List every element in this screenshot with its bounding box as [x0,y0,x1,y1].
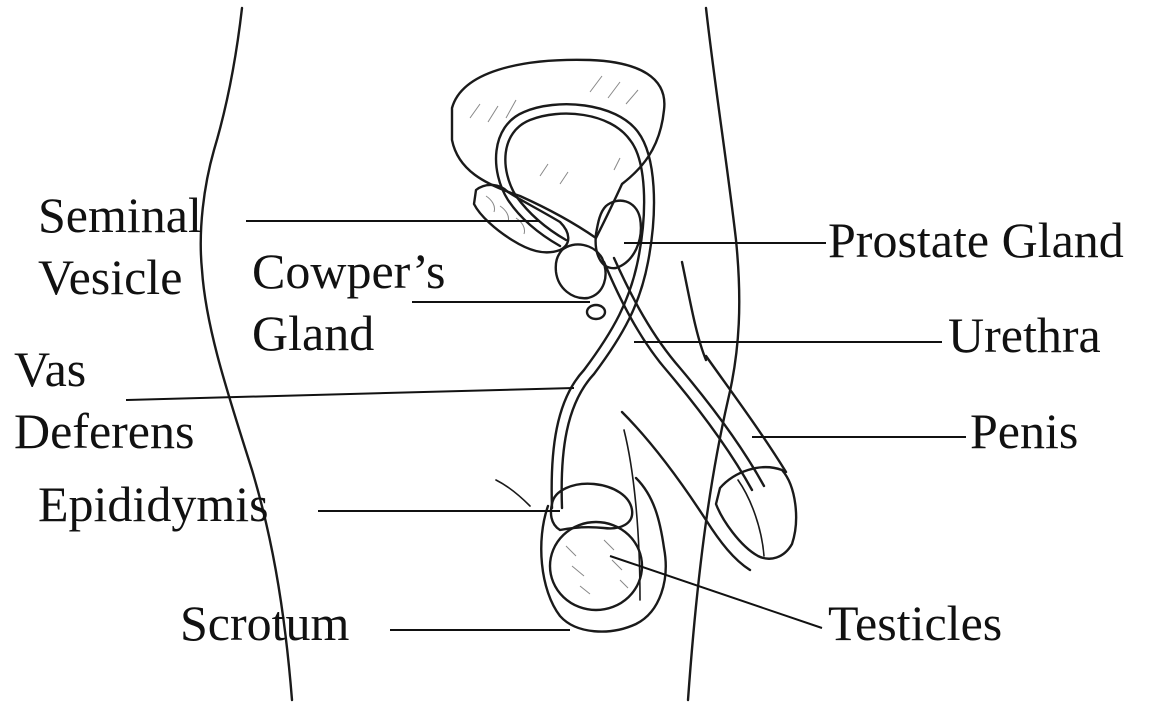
label-prostate-gland: Prostate Gland [828,212,1124,268]
leader-testicles [610,556,822,628]
label-urethra: Urethra [948,307,1101,363]
label-cowpers-gland-line1: Cowper’s [252,243,446,299]
body-right-contour [688,8,739,700]
label-seminal-vesicle-line2: Vesicle [38,249,182,305]
label-seminal-vesicle-line1: Seminal [38,187,202,243]
label-testicles: Testicles [828,595,1002,651]
vas-deferens [496,104,654,508]
label-scrotum: Scrotum [180,595,350,651]
label-penis: Penis [970,403,1078,459]
penis [622,262,796,570]
scrotum [496,430,666,632]
label-cowpers-gland-line2: Gland [252,305,374,361]
label-vas-deferens-line2: Deferens [14,403,194,459]
label-vas-deferens-line1: Vas [14,341,86,397]
leader-vas-deferens [126,388,574,400]
bladder [452,60,664,238]
testicle [550,522,642,610]
label-epididymis: Epididymis [38,476,269,532]
